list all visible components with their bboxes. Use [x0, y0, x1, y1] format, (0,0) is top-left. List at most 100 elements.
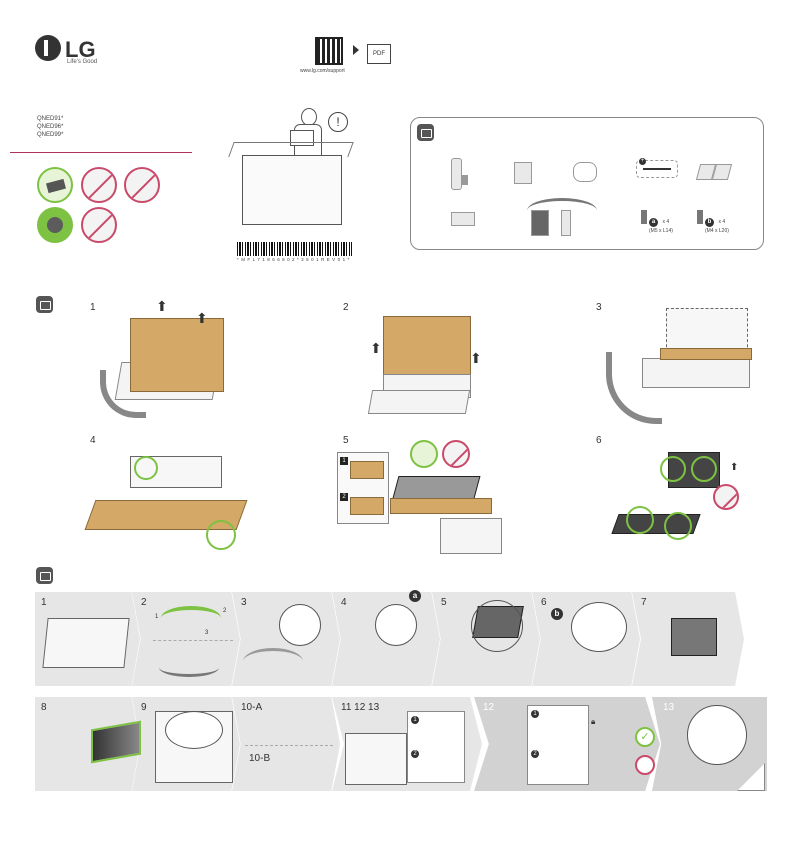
screw-b-icon [697, 210, 703, 224]
screw-a-badge: a [409, 590, 421, 602]
box-bottom-illustration [660, 348, 752, 360]
screw-b-count: x 4 [718, 219, 726, 225]
caution-icon: ! [328, 112, 348, 132]
arrow-right-icon [353, 45, 359, 55]
power-cord-icon [573, 162, 597, 182]
screw-a-count: x 4 [662, 219, 670, 225]
arrow-up-icon: ⬆ [370, 340, 382, 356]
unbox-step-number: 2 [343, 302, 349, 313]
brand-tagline: Life's Good [67, 59, 98, 65]
pdf-icon[interactable]: PDF [367, 44, 391, 64]
detail-inset [440, 518, 502, 554]
prohibited-handling-icon [713, 484, 739, 510]
detail-zoom-icon [571, 602, 627, 652]
stand-base-illustration [243, 648, 303, 675]
detail-zoom-icon [279, 604, 321, 646]
qr-code-icon[interactable] [315, 37, 343, 65]
grip-highlight-icon [206, 520, 236, 550]
lock-icon: 🔒︎ [591, 717, 596, 726]
detail-zoom-icon [375, 604, 417, 646]
stand-plate-illustration [671, 618, 717, 656]
stand-body-icon [531, 210, 549, 236]
support-url: www.lg.com/support [300, 68, 345, 74]
grip-highlight-icon [660, 456, 686, 482]
callout-number: 3 [205, 630, 209, 636]
stand-base-illustration [161, 606, 221, 630]
arrow-up-icon: ⬆ [196, 310, 208, 326]
substep-badge: 2 [411, 750, 419, 758]
correct-handling-icon [410, 440, 438, 468]
grip-highlight-icon [134, 456, 158, 480]
callout-number: 1 [155, 614, 159, 620]
lg-logo: LG Life's Good [35, 35, 115, 65]
unbox-step-number: 3 [596, 302, 602, 313]
unbox-step-number: 5 [343, 435, 349, 446]
detail-zoom-icon [165, 711, 223, 749]
box-contents-icon [417, 124, 434, 141]
lg-face-icon [35, 35, 61, 61]
assembly-row-1: 1 2 3 4 5 6 7 1 2 3 a b [35, 590, 767, 686]
model-name: QNED99* [37, 132, 64, 138]
correct-grip-icon [37, 207, 73, 243]
substep-badge: 2 [531, 750, 539, 758]
assembly-step-number: 4 [341, 597, 347, 608]
brand-name: LG [65, 37, 96, 62]
detail-inset: 1 2 [407, 711, 465, 783]
check-icon: ✓ [635, 727, 655, 747]
substep-badge: 1 [531, 710, 539, 718]
grip-highlight-icon [691, 456, 717, 482]
grip-highlight-icon [626, 506, 654, 534]
prohibited-press-icon [81, 207, 117, 243]
screw-b-size: (M4 x L20) [705, 228, 729, 234]
components-panel: + a x 4 (M5 x L14) b x 4 (M4 x L20) [410, 117, 764, 250]
substep-badge: 2 [340, 493, 348, 501]
screw-a-badge: a [649, 218, 658, 227]
curved-arrow-icon [606, 352, 662, 424]
unbox-step-number: 4 [90, 435, 96, 446]
assembly-step-number: 5 [441, 597, 447, 608]
screw-b-badge: b [551, 608, 563, 620]
assembly-step-number: 1 [41, 597, 47, 608]
box-bottom-illustration [390, 498, 492, 514]
assembly-step-number: 8 [41, 702, 47, 713]
arrow-up-icon: ⬆ [730, 462, 739, 473]
substep-badge: 1 [340, 457, 348, 465]
prohibited-lift-icon [124, 167, 160, 203]
screw-b-label: b x 4 (M4 x L20) [705, 210, 729, 234]
stand-base-illustration [159, 658, 219, 677]
assembly-step-number: 9 [141, 702, 147, 713]
assembly-step-number: 2 [141, 597, 147, 608]
cable-tie-box: + [636, 158, 678, 178]
detail-inset: 1 2 [337, 452, 389, 524]
foam-base-illustration [367, 390, 471, 414]
stand-cover-icon [561, 210, 571, 236]
remote-control-icon [451, 158, 462, 190]
box-illustration [383, 316, 471, 376]
prohibited-handling-icon [442, 440, 470, 468]
screw-a-label: a x 4 (M5 x L14) [649, 210, 673, 234]
correct-handling-icon [37, 167, 73, 203]
screw-a-size: (M5 x L14) [649, 228, 673, 234]
detail-zoom-icon [471, 600, 523, 652]
shipping-box-illustration [242, 155, 342, 225]
assembly-step-number: 10-B [249, 753, 271, 764]
assembly-step-number: 11 12 13 [341, 702, 380, 713]
arrow-up-icon: ⬆ [470, 350, 482, 366]
assembly-step-number: 7 [641, 597, 647, 608]
battery-icon [462, 175, 468, 185]
cloth-icon [711, 164, 733, 180]
assembly-tool-icon [36, 567, 53, 584]
stand-base-icon [527, 198, 597, 223]
assembly-step-card [232, 697, 340, 791]
cable-holder-icon [451, 212, 475, 226]
assembly-step-number: 6 [541, 597, 547, 608]
curved-arrow-icon [100, 370, 146, 418]
detail-zoom-icon [687, 705, 747, 765]
model-name: QNED96* [37, 124, 64, 130]
unboxing-icon [36, 296, 53, 313]
screw-a-icon [641, 210, 647, 224]
assembly-step-number: 10-A [241, 702, 263, 713]
grip-highlight-icon [664, 512, 692, 540]
detail-inset: 1 2 [527, 705, 589, 785]
model-list: QNED91* QNED96* QNED99* [37, 115, 63, 139]
